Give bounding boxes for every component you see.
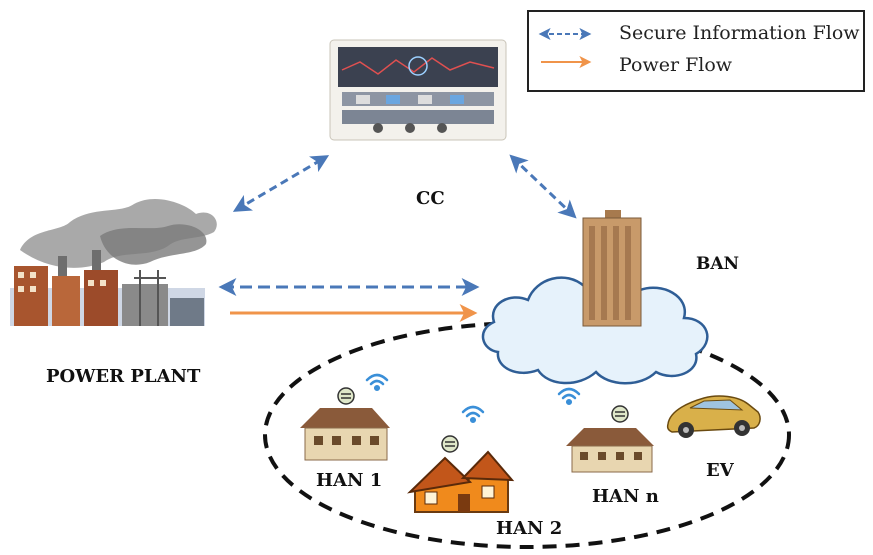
info-arrow-cc-ban [509, 154, 577, 219]
label-han1: HAN 1 [316, 470, 383, 491]
legend-arrows [538, 28, 592, 68]
house-icon-han2 [407, 450, 515, 513]
house-icon-han1 [300, 408, 390, 461]
building-front [582, 217, 642, 327]
label-ev: EV [706, 460, 734, 481]
power-plant-icon [10, 198, 217, 326]
label-han2: HAN 2 [496, 518, 563, 539]
label-cc: CC [416, 188, 445, 209]
control-center-icon [329, 39, 507, 141]
wifi-icon [461, 405, 485, 424]
ev-car-icon [666, 395, 761, 438]
ban-cloud [481, 272, 709, 385]
smart-meter-icon [337, 387, 355, 405]
house-icon-hann [566, 428, 654, 473]
legend: Secure Information Flow Power Flow [527, 10, 865, 92]
smart-meter-icon [611, 405, 629, 423]
legend-info-label: Secure Information Flow [619, 22, 860, 44]
wifi-icon [557, 387, 581, 406]
han-boundary-ellipse [263, 321, 791, 549]
label-hann: HAN n [592, 486, 659, 507]
smart-meter-icon [441, 435, 459, 453]
info-arrow-plant-cc [232, 155, 330, 212]
label-ban: BAN [696, 254, 740, 274]
label-power-plant: POWER PLANT [46, 366, 201, 387]
legend-power-label: Power Flow [619, 54, 733, 76]
wifi-icon [365, 373, 389, 392]
